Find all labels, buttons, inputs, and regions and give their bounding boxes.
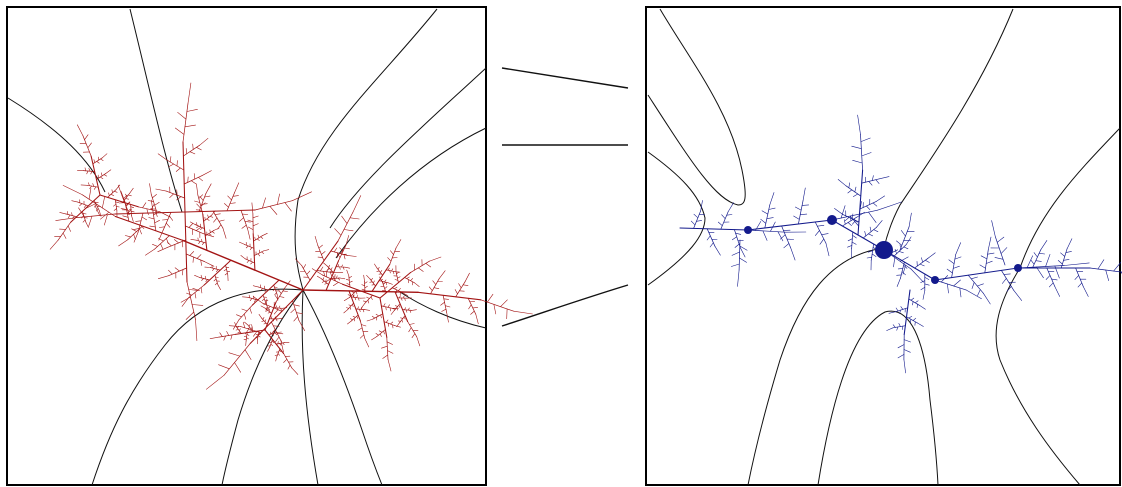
left-external-rays [7, 8, 487, 486]
left-ray [329, 67, 487, 229]
left-ray [221, 289, 304, 486]
dendrite-julia-set-icon [49, 82, 533, 390]
right-panel [645, 6, 1122, 486]
right-ray [747, 247, 885, 486]
left-panel-frame [6, 6, 487, 486]
correspondence-lines-icon [501, 67, 629, 327]
left-ray [301, 289, 319, 486]
left-panel [6, 6, 533, 486]
right-ray [883, 8, 1014, 249]
connector-line-bottom [501, 284, 629, 327]
right-ray [995, 127, 1121, 486]
right-ray [647, 8, 746, 206]
left-ray [399, 291, 487, 329]
julia-set-chain-icon [679, 114, 1122, 374]
connector-line-top [501, 67, 629, 89]
left-ray [294, 8, 438, 291]
left-ray [91, 288, 304, 486]
left-ray [335, 127, 487, 259]
right-external-rays [647, 8, 1121, 486]
left-ray [302, 289, 383, 486]
left-ray [129, 8, 183, 213]
right-ray [647, 151, 706, 286]
right-ray [817, 310, 939, 486]
left-ray [7, 97, 106, 193]
